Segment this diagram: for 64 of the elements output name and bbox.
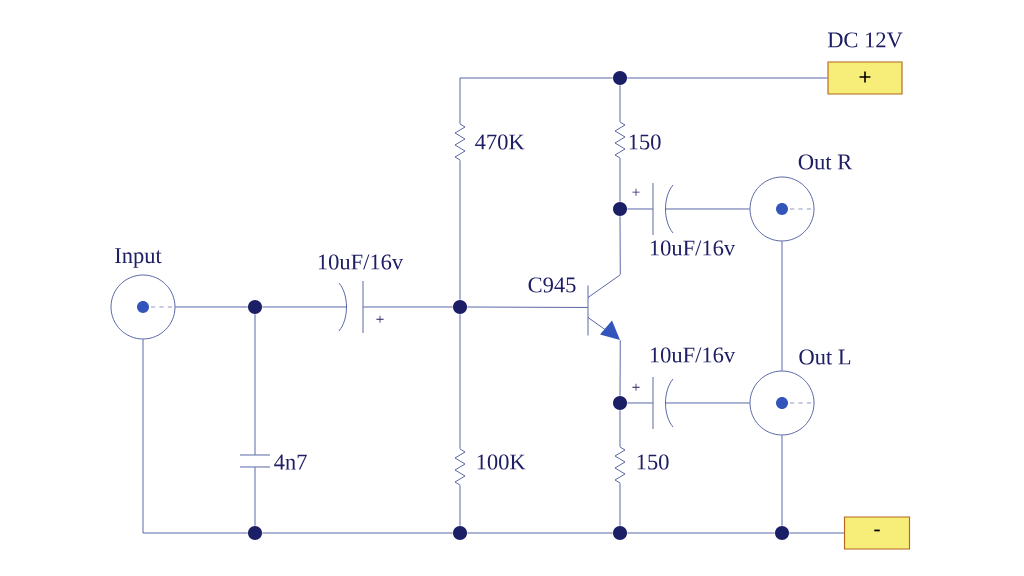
wire	[626, 402, 654, 404]
junction-dot	[613, 202, 627, 216]
wire	[175, 306, 249, 308]
wire	[261, 306, 348, 308]
component-label: 470K	[475, 134, 525, 150]
wire	[781, 435, 783, 527]
wire	[254, 466, 256, 527]
component-label: 150	[629, 134, 661, 150]
jack-label: Out R	[798, 154, 853, 170]
junction-dot	[613, 526, 627, 540]
wire	[788, 532, 845, 534]
wire	[619, 482, 621, 527]
wire	[781, 241, 783, 371]
wire	[664, 208, 750, 210]
jack-label: Input	[115, 248, 162, 268]
wire	[664, 402, 750, 404]
junction-dot	[248, 526, 262, 540]
terminal-box: -	[843, 516, 911, 550]
capacitor-symbol	[338, 280, 364, 334]
wire	[619, 409, 621, 448]
wire	[459, 313, 461, 450]
component-label: 100K	[477, 454, 526, 470]
wire	[466, 532, 614, 534]
wire	[142, 339, 249, 534]
jack-label: Out L	[799, 349, 851, 365]
capacitor-symbol	[652, 376, 674, 430]
capacitor-symbol	[652, 182, 674, 236]
junction-dot	[248, 300, 262, 314]
polarity-mark: +	[632, 383, 640, 391]
wire	[619, 84, 621, 123]
resistor-symbol	[614, 446, 626, 484]
wire	[459, 484, 461, 527]
resistor-symbol	[454, 448, 466, 486]
junction-dot	[613, 396, 627, 410]
terminal-box: +	[827, 61, 903, 95]
component-label: 10uF/16v	[650, 347, 736, 363]
transistor-symbol	[587, 274, 621, 340]
wire	[619, 339, 621, 397]
wire	[619, 215, 621, 276]
wire	[261, 532, 454, 534]
junction-dot	[775, 526, 789, 540]
wire	[254, 313, 256, 456]
wire	[619, 157, 621, 203]
component-label: C945	[528, 277, 576, 293]
junction-dot	[453, 300, 467, 314]
wire	[362, 306, 454, 308]
component-label: 10uF/16v	[650, 240, 736, 256]
terminal-label: DC 12V	[827, 32, 903, 48]
resistor-symbol	[454, 123, 466, 161]
wire	[459, 77, 614, 125]
polarity-mark: +	[632, 188, 640, 196]
component-label: 150	[637, 454, 669, 470]
wire	[626, 208, 654, 210]
wire	[626, 77, 828, 79]
polarity-mark: +	[376, 315, 384, 323]
wire	[466, 306, 589, 308]
junction-dot	[453, 526, 467, 540]
wire	[459, 159, 461, 301]
resistor-symbol	[614, 121, 626, 159]
component-label: 10uF/16v	[318, 254, 404, 270]
wire	[626, 532, 776, 534]
component-label: 4n7	[274, 454, 307, 470]
junction-dot	[613, 71, 627, 85]
capacitor-symbol	[239, 454, 271, 468]
